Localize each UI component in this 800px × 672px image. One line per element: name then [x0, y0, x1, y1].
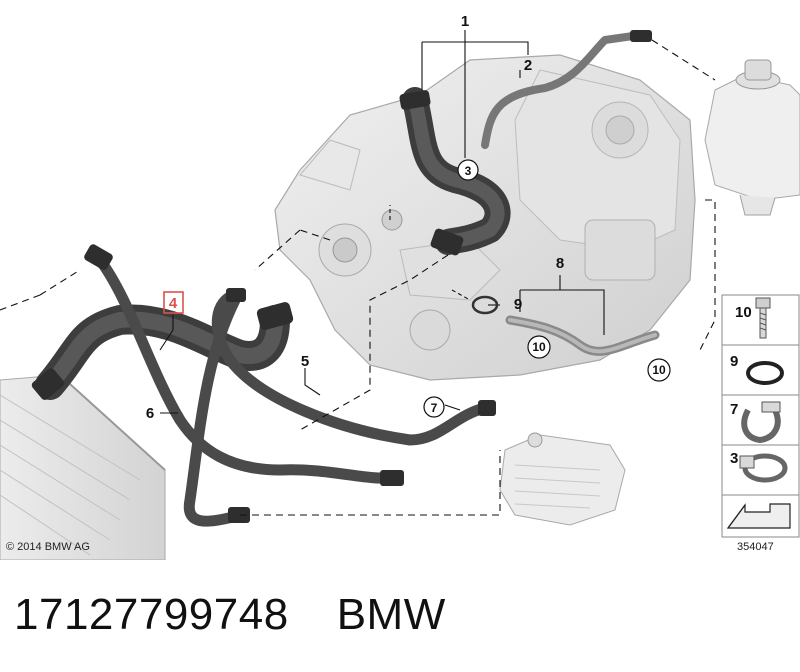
- callout-2: 2: [524, 57, 532, 74]
- leader-lines: [0, 30, 716, 516]
- diagram-number: 354047: [737, 541, 774, 553]
- legend-7: 7: [730, 401, 738, 418]
- callout-5: 5: [301, 353, 309, 370]
- callout-10a: 10: [532, 340, 546, 354]
- hose-clip-icon: [741, 401, 781, 444]
- callout-6: 6: [146, 405, 154, 422]
- callout-3: 3: [465, 164, 472, 178]
- radiator: [0, 374, 166, 561]
- callout-1: 1: [461, 13, 469, 30]
- heat-exchanger: [499, 432, 626, 526]
- callout-8: 8: [556, 255, 564, 272]
- highlight-box: [163, 291, 184, 314]
- hose-connectors: [31, 30, 652, 523]
- callout-9: 9: [514, 296, 522, 313]
- callout-7: 7: [431, 401, 438, 415]
- legend-9: 9: [730, 353, 738, 370]
- copyright-notice: © 2014 BMW AG: [6, 541, 90, 553]
- callout-10b: 10: [652, 363, 666, 377]
- caption: 17127799748 BMW: [14, 590, 446, 640]
- brand-name: BMW: [336, 590, 446, 639]
- part-number: 17127799748: [14, 590, 289, 639]
- parts-legend: 10 9 7 3: [721, 294, 800, 538]
- hose-clamp-icon: [739, 453, 788, 483]
- parts-diagram: 1 2 3 4 5 6 7 8 9 10 10 10 9 7: [0, 13, 800, 561]
- o-ring-icon: [746, 361, 784, 385]
- bolt-icon: [755, 297, 771, 339]
- legend-10: 10: [735, 304, 752, 321]
- expansion-tank: [704, 59, 800, 216]
- legend-3: 3: [730, 450, 738, 467]
- arrow-icon: [726, 503, 791, 529]
- callout-4: 4: [169, 295, 178, 312]
- callouts: 1 2 3 4 5 6 7 8 9 10 10: [146, 13, 671, 422]
- o-ring: [471, 295, 499, 315]
- coolant-hoses: [35, 31, 660, 527]
